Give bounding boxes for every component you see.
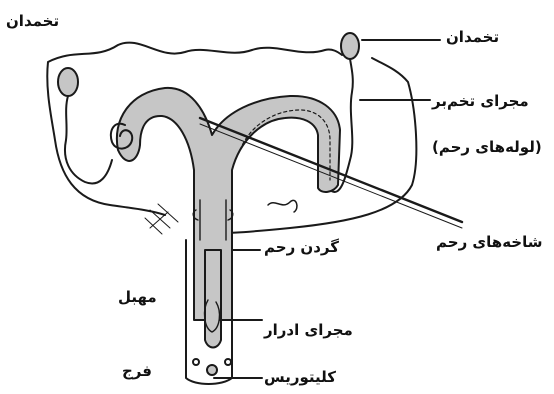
uterine-body [117,88,340,320]
label-vulva: فرج [122,364,152,379]
clitoris-mark [207,365,217,375]
left-ovarian-tube [65,96,112,183]
tissue-hatching [145,204,178,234]
label-fallopian-tube-sub: (لوله‌های رحم) [432,140,542,155]
label-vagina: مهبل [118,290,157,305]
label-ovary-right: تخمدان [446,30,499,45]
vulva-mark-2 [225,359,231,365]
label-ovary-left: تخمدان [6,14,59,29]
vessel-scribble [268,200,297,212]
left-ovary [58,68,78,96]
label-clitoris: کلیتوریس [264,370,336,385]
label-cervix: گردن رحم [264,240,339,255]
label-urethra: مجرای ادرار [264,323,353,338]
label-uterine-horns: شاخه‌های رحم [436,235,543,250]
vulva-mark-1 [193,359,199,365]
vaginal-lumen [205,250,221,348]
right-ovary [341,33,359,59]
label-fallopian-tube: مجرای تخم‌بر [432,94,529,109]
